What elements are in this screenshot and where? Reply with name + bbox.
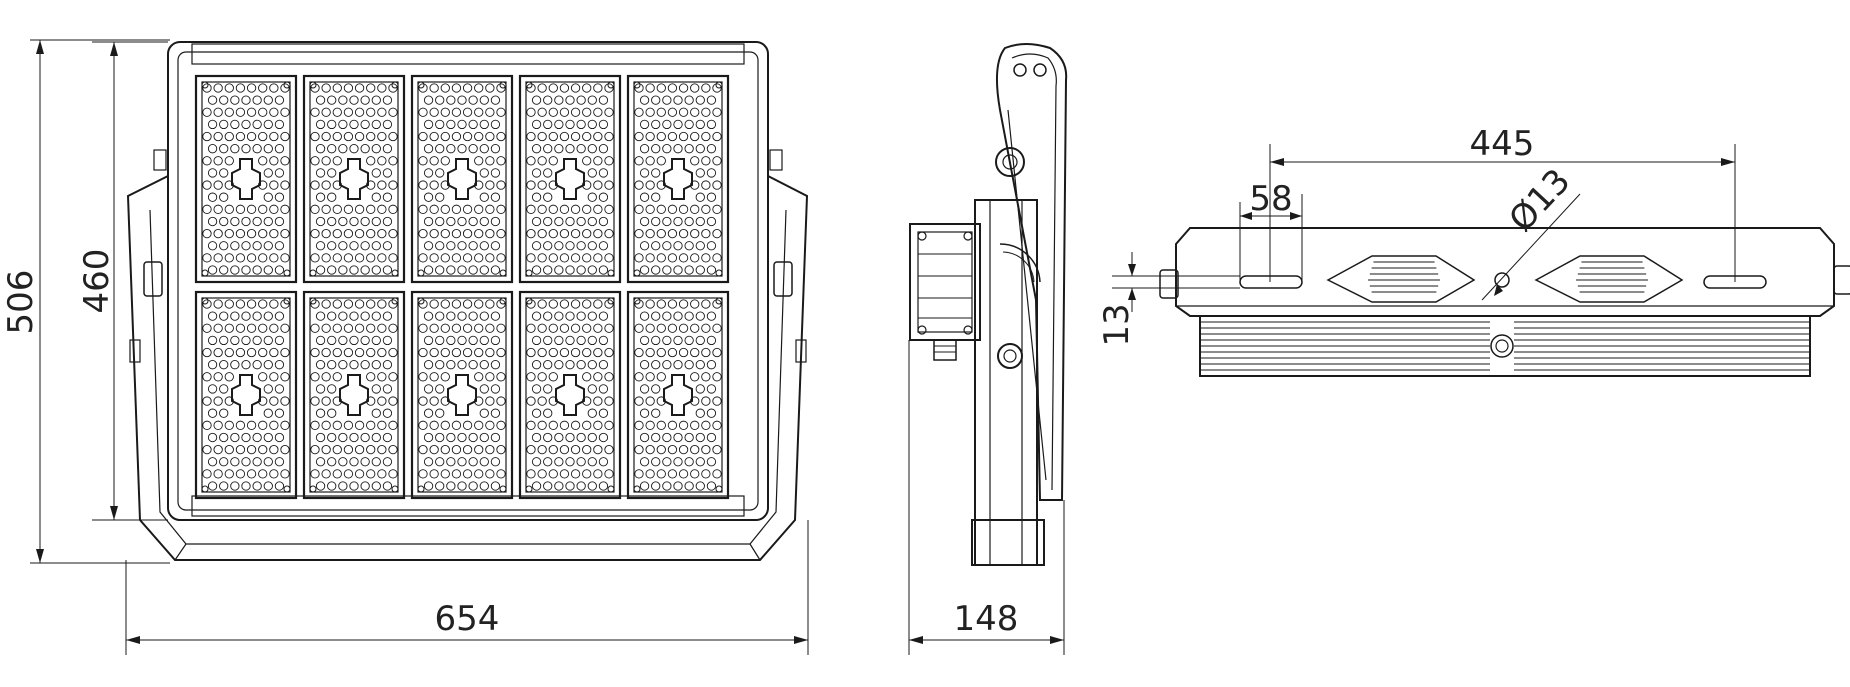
front-knob-right xyxy=(773,261,793,297)
side-view: 148 xyxy=(908,43,1068,655)
top-vent-right xyxy=(1534,255,1684,303)
dim-slot-spacing: 445 xyxy=(1269,124,1736,282)
top-vent-left xyxy=(1326,255,1476,303)
side-pivot-top-1 xyxy=(1013,63,1027,77)
dim-slot-width-label: 13 xyxy=(1097,303,1137,346)
side-tilt-scale xyxy=(999,243,1041,283)
dim-overall-height: 506 xyxy=(1,39,170,564)
front-top-rail xyxy=(191,43,745,65)
led-module xyxy=(194,74,298,284)
top-heatsink-bolt xyxy=(1490,334,1514,358)
dim-depth: 148 xyxy=(908,340,1065,655)
top-knob-left xyxy=(1159,269,1179,299)
led-module xyxy=(518,74,622,284)
led-module xyxy=(410,290,514,500)
dim-slot-length: 58 xyxy=(1239,179,1303,282)
front-housing-inner xyxy=(177,51,759,511)
front-housing xyxy=(167,41,769,521)
led-module xyxy=(194,290,298,500)
dim-body-height: 460 xyxy=(77,41,168,521)
top-view: 445 58 Ø13 13 xyxy=(1097,124,1850,377)
front-bracket-inner xyxy=(149,209,787,545)
dim-body-height-label: 460 xyxy=(77,249,117,314)
side-cable-gland xyxy=(933,339,957,361)
led-module xyxy=(626,290,730,500)
dim-hole-diameter: Ø13 xyxy=(1481,161,1581,301)
dim-overall-height-label: 506 xyxy=(1,270,41,335)
front-knob-left xyxy=(143,261,163,297)
side-pivot-mid xyxy=(995,147,1025,177)
front-view: 506 460 654 xyxy=(1,39,809,655)
front-bracket xyxy=(126,175,809,561)
led-module xyxy=(302,74,406,284)
top-knob-right xyxy=(1833,265,1850,295)
side-driver-box xyxy=(909,223,981,341)
dim-slot-width: 13 xyxy=(1097,252,1240,347)
led-module xyxy=(626,74,730,284)
side-arm xyxy=(996,43,1068,501)
led-module xyxy=(518,290,622,500)
dim-slot-length-label: 58 xyxy=(1249,179,1292,219)
front-bottom-rail xyxy=(191,495,745,517)
side-pivot-top-2 xyxy=(1033,63,1047,77)
led-module xyxy=(302,290,406,500)
top-center-hole xyxy=(1494,272,1510,288)
led-module xyxy=(410,74,514,284)
top-slot-left xyxy=(1239,275,1303,289)
dim-overall-width: 654 xyxy=(125,520,809,655)
led-module-grid xyxy=(194,74,730,500)
dim-depth-label: 148 xyxy=(954,599,1019,639)
dim-slot-spacing-label: 445 xyxy=(1470,124,1535,164)
dim-overall-width-label: 654 xyxy=(435,599,500,639)
side-pivot-low xyxy=(997,343,1023,369)
side-foot xyxy=(971,519,1045,566)
